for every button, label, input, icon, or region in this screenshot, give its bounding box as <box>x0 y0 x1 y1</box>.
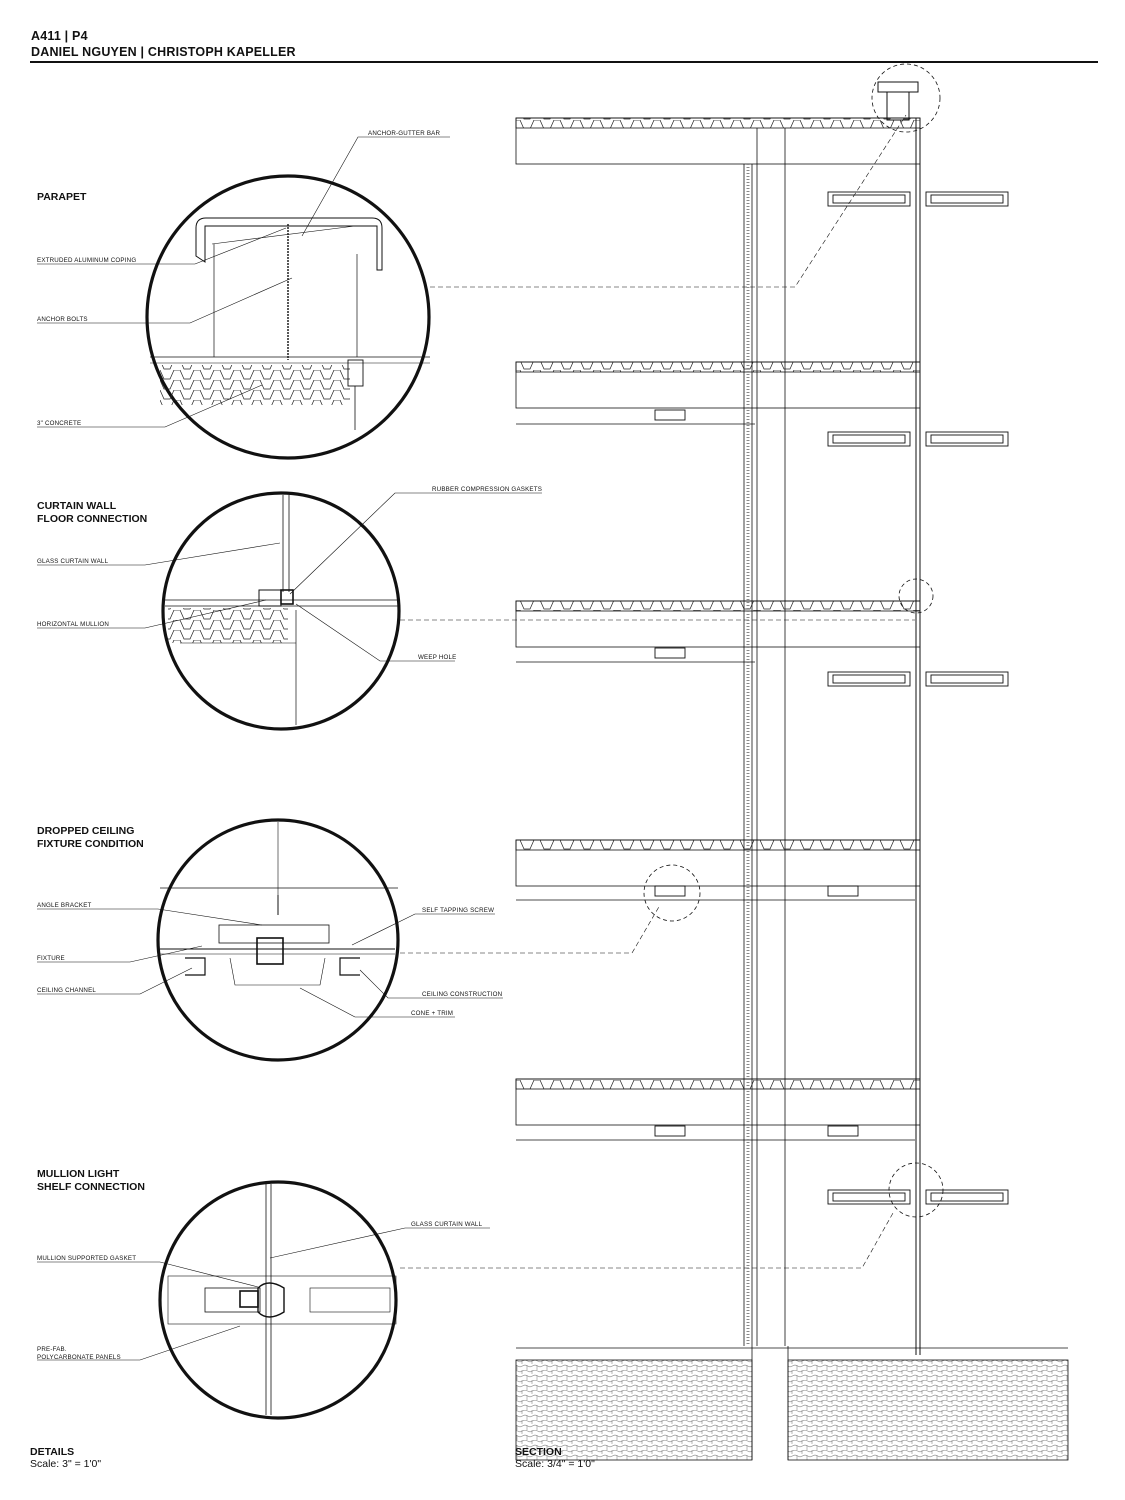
label-anchor-gutter-bar: ANCHOR-GUTTER BAR <box>368 130 441 137</box>
label-glass-curtain-wall: GLASS CURTAIN WALL <box>37 558 109 565</box>
ceiling-title-1: DROPPED CEILING <box>37 825 135 837</box>
details-caption-title: DETAILS <box>30 1446 75 1458</box>
details-caption: DETAILS Scale: 3" = 1'0" <box>30 1446 101 1470</box>
sheet-number: A411 | P4 <box>31 29 88 43</box>
ceiling-title-2: FIXTURE CONDITION <box>37 838 144 850</box>
section-caption-scale: Scale: 3/4" = 1'0" <box>515 1458 595 1470</box>
label-polycarbonate-panels: POLYCARBONATE PANELS <box>37 1354 121 1361</box>
label-cone-trim: CONE + TRIM <box>411 1010 454 1017</box>
label-extruded-aluminum-coping: EXTRUDED ALUMINUM COPING <box>37 257 137 264</box>
section-caption-title: SECTION <box>515 1446 562 1458</box>
light-shelf-detail-circle <box>158 1180 398 1420</box>
label-angle-bracket: ANGLE BRACKET <box>37 902 92 909</box>
curtain-wall-detail-circle <box>161 491 401 731</box>
header-rule <box>30 61 1098 63</box>
ceiling-detail-circle <box>156 818 400 1062</box>
leader-lines <box>37 114 915 1361</box>
light-shelf-title-2: SHELF CONNECTION <box>37 1181 145 1193</box>
label-prefab: PRE-FAB. <box>37 1346 67 1353</box>
parapet-detail-circle <box>145 174 431 460</box>
label-glass-curtain-wall-2: GLASS CURTAIN WALL <box>411 1221 483 1228</box>
label-self-tapping-screw: SELF TAPPING SCREW <box>422 907 495 914</box>
label-concrete: 3" CONCRETE <box>37 420 82 427</box>
label-weep-hole: WEEP HOLE <box>418 654 457 661</box>
curtain-wall-title-1: CURTAIN WALL <box>37 500 117 512</box>
label-ceiling-construction: CEILING CONSTRUCTION <box>422 991 503 998</box>
section-caption: SECTION Scale: 3/4" = 1'0" <box>515 1446 595 1470</box>
light-shelf-title-1: MULLION LIGHT <box>37 1168 120 1180</box>
curtain-wall-title-2: FLOOR CONNECTION <box>37 513 148 525</box>
parapet-title: PARAPET <box>37 191 87 203</box>
label-ceiling-channel: CEILING CHANNEL <box>37 987 97 994</box>
label-anchor-bolts: ANCHOR BOLTS <box>37 316 88 323</box>
label-horizontal-mullion: HORIZONTAL MULLION <box>37 621 110 628</box>
label-mullion-gasket: MULLION SUPPORTED GASKET <box>37 1255 137 1262</box>
label-rubber-gaskets: RUBBER COMPRESSION GASKETS <box>432 486 543 493</box>
label-fixture: FIXTURE <box>37 955 65 962</box>
authors: DANIEL NGUYEN | CHRISTOPH KAPELLER <box>31 45 296 59</box>
details-caption-scale: Scale: 3" = 1'0" <box>30 1458 102 1470</box>
wall-section <box>515 63 1069 1461</box>
